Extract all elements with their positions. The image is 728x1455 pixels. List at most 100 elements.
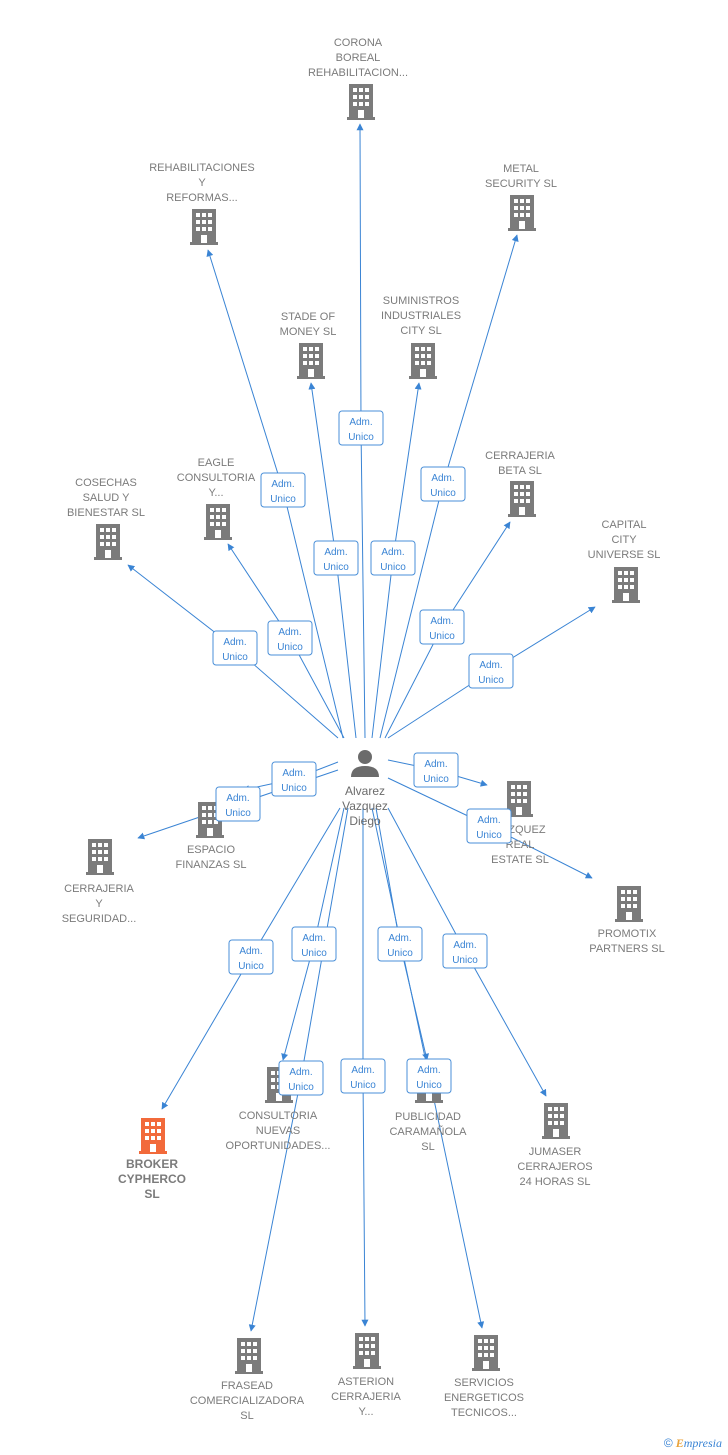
edge-label-box [370, 540, 416, 576]
edge-label-box [212, 630, 258, 666]
company-name-line: CARAMAÑOLA [389, 1125, 467, 1138]
building-icon [612, 567, 640, 603]
edge-label-corona[interactable]: Adm.Unico [338, 410, 384, 446]
company-name-line: REHABILITACIONES [149, 162, 255, 174]
company-node-corona[interactable]: CORONABOREALREHABILITACION... [308, 37, 408, 120]
company-node-consultoria[interactable]: CONSULTORIANUEVASOPORTUNIDADES... [226, 1067, 331, 1152]
edge-label-espacio[interactable]: Adm.Unico [271, 761, 317, 797]
edge-label-cosechas[interactable]: Adm.Unico [212, 630, 258, 666]
edge-label-eagle[interactable]: Adm.Unico [267, 620, 313, 656]
edge-label-line-1: Adm. [239, 946, 262, 957]
edge-label-box [466, 808, 512, 844]
company-name-line: SUMINISTROS [383, 295, 459, 307]
company-node-rehab[interactable]: REHABILITACIONES Y REFORMAS... [149, 162, 255, 245]
company-name-line: SEGURIDAD... [62, 913, 137, 925]
edge-label-line-2: Unico [452, 955, 478, 966]
person-icon [351, 750, 379, 777]
edge-label-promotix[interactable]: Adm.Unico [466, 808, 512, 844]
company-name-line: CITY [611, 534, 637, 546]
company-name-line: ENERGETICOS [444, 1392, 524, 1404]
edge-label-line-1: Adm. [324, 547, 347, 558]
company-name-line: INDUSTRIALES [381, 310, 461, 322]
edge-label-box [271, 761, 317, 797]
edge-label-box [419, 609, 465, 645]
company-name-line: SL [240, 1410, 253, 1422]
edge-label-line-2: Unico [350, 1080, 376, 1091]
company-name-line: SL [421, 1141, 434, 1153]
company-name-line: FINANZAS SL [176, 859, 247, 871]
company-name-line: COSECHAS [75, 477, 137, 489]
edge-label-stade[interactable]: Adm. Unico [313, 540, 359, 576]
building-icon [347, 84, 375, 120]
edge-label-metal[interactable]: Adm. Unico [420, 466, 466, 502]
edge-label-box [291, 926, 337, 962]
edge-label-line-1: Adm. [349, 417, 372, 428]
company-name-line: REFORMAS... [166, 192, 238, 204]
edge-label-line-2: Unico [430, 488, 456, 499]
company-name-line: TECNICOS... [451, 1407, 517, 1419]
company-node-servicios[interactable]: SERVICIOSENERGETICOSTECNICOS... [444, 1335, 524, 1419]
building-icon [409, 343, 437, 379]
edge-label-servicios[interactable]: Adm.Unico [406, 1058, 452, 1094]
person-name-line-1: Alvarez [345, 784, 385, 798]
edge-label-line-1: Adm. [223, 637, 246, 648]
company-name-line: CERRAJERIA [64, 883, 134, 895]
person-node[interactable]: Alvarez Vazquez Diego [342, 750, 388, 828]
edge-label-suministros[interactable]: Adm.Unico [370, 540, 416, 576]
company-node-cerrajeria_seg[interactable]: CERRAJERIAYSEGURIDAD... [62, 839, 137, 925]
edge-label-frasead[interactable]: Adm.Unico [278, 1060, 324, 1096]
edge-label-publicidad[interactable]: Adm.Unico [377, 926, 423, 962]
edge-label-rehab[interactable]: Adm.Unico [260, 472, 306, 508]
company-name-line: CYPHERCO [118, 1172, 186, 1186]
edge-label-line-2: Unico [387, 948, 413, 959]
edge-label-line-1: Adm. [431, 473, 454, 484]
company-name-line: CAPITAL [601, 519, 646, 531]
company-node-eagle[interactable]: EAGLECONSULTORIAY... [177, 457, 256, 540]
edge-label-consultoria[interactable]: Adm. Unico [291, 926, 337, 962]
edge-label-box [406, 1058, 452, 1094]
company-node-asterion[interactable]: ASTERIONCERRAJERIAY... [331, 1333, 401, 1418]
company-name-line: Y... [358, 1406, 373, 1418]
edge-label-box [215, 786, 261, 822]
edge-label-box [267, 620, 313, 656]
edge-label-broker[interactable]: Adm.Unico [228, 939, 274, 975]
company-name-line: 24 HORAS SL [520, 1176, 591, 1188]
edges-layer [127, 123, 596, 1332]
company-name-line: SL [144, 1187, 159, 1201]
edge-label-line-2: Unico [429, 631, 455, 642]
company-name-line: Y [198, 177, 206, 189]
building-icon [139, 1118, 167, 1154]
company-name-line: CORONA [334, 37, 383, 49]
company-name-line: NUEVAS [256, 1125, 300, 1137]
brand-name: mpresia [683, 1436, 722, 1450]
building-icon [235, 1338, 263, 1374]
edge-label-vazquez[interactable]: Adm.Unico [413, 752, 459, 788]
edge-label-jumaser[interactable]: Adm.Unico [442, 933, 488, 969]
edge-label-line-2: Unico [281, 783, 307, 794]
edge-label-cerrajeria_seg[interactable]: Adm.Unico [215, 786, 261, 822]
company-name-line: BETA SL [498, 465, 542, 477]
building-icon [204, 504, 232, 540]
company-name-line: CERRAJEROS [517, 1161, 592, 1173]
person-name-line-3: Diego [349, 814, 381, 828]
edge-label-capital[interactable]: Adm.Unico [468, 653, 514, 689]
brand-initial: E [675, 1436, 684, 1450]
edge-label-asterion[interactable]: Adm.Unico [340, 1058, 386, 1094]
edge-label-cerrajeria_beta[interactable]: Adm.Unico [419, 609, 465, 645]
edge-label-line-2: Unico [301, 948, 327, 959]
edge-label-line-2: Unico [323, 562, 349, 573]
edge-label-line-1: Adm. [302, 933, 325, 944]
